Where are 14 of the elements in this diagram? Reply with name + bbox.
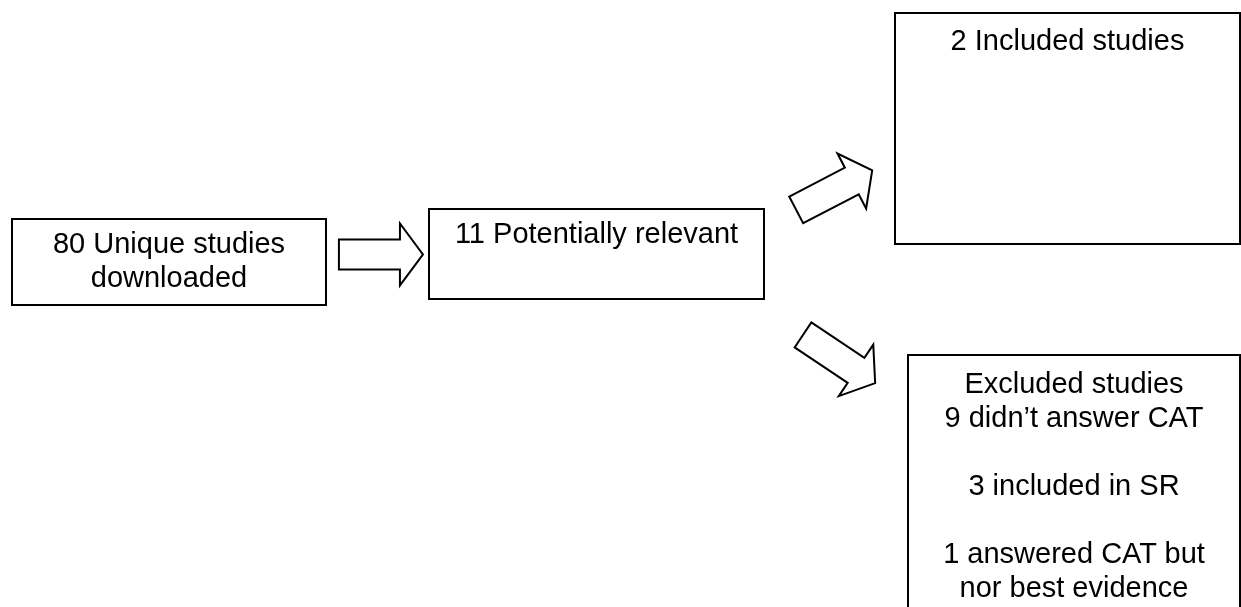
- process-box: [11, 218, 327, 306]
- block-arrow: [793, 321, 877, 399]
- box-text: 3 included in SR: [967, 468, 1181, 502]
- process-box: [894, 12, 1241, 245]
- process-box: [907, 354, 1241, 607]
- box-text: 11 Potentially relevant: [453, 216, 740, 250]
- process-box: [428, 208, 765, 300]
- box-text: 9 didn’t answer CAT: [943, 400, 1205, 434]
- box-text: 1 answered CAT but nor best evidence: [942, 536, 1206, 604]
- block-arrow: [337, 220, 425, 289]
- block-arrow: [787, 151, 874, 225]
- box-text: 2 Included studies: [949, 23, 1186, 57]
- box-text: Excluded studies: [963, 366, 1185, 400]
- box-text: 80 Unique studies downloaded: [51, 226, 287, 294]
